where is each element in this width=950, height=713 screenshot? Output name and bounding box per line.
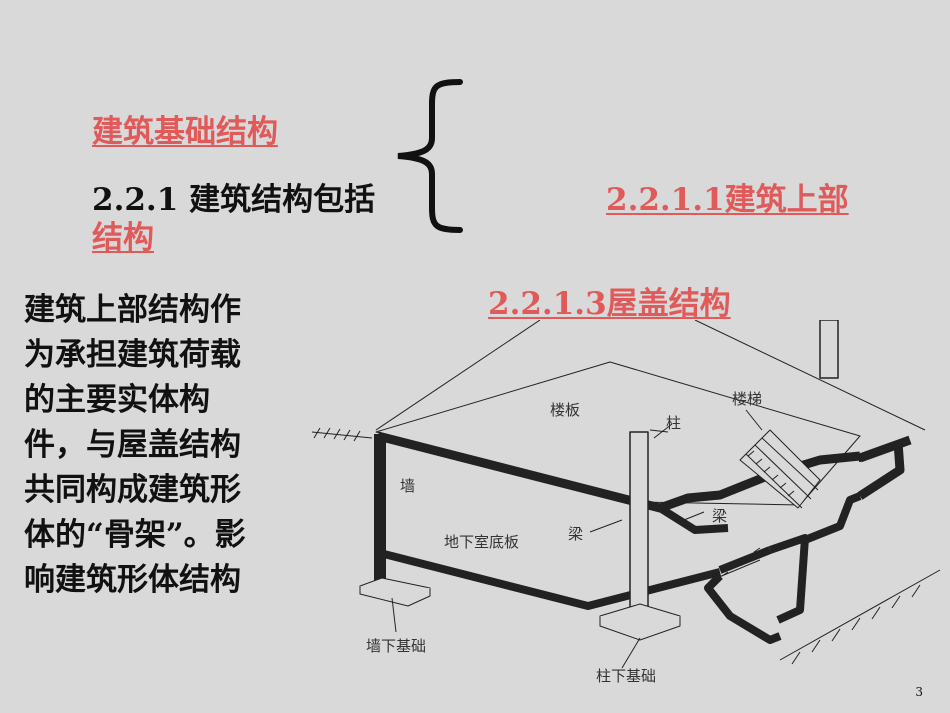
label-beam-left: 梁 <box>568 525 583 543</box>
label-beam-right: 梁 <box>712 507 727 525</box>
link-roof-structure[interactable]: 2.2.1.3屋盖结构 <box>488 286 731 322</box>
page-number: 3 <box>915 685 923 699</box>
label-floor-slab: 楼板 <box>550 401 580 419</box>
curly-brace <box>397 79 463 233</box>
label-column-foundation: 柱下基础 <box>596 667 656 685</box>
body-paragraph: 建筑上部结构作为承担建筑荷载的主要实体构件，与屋盖结构共同构成建筑形体的“骨架”… <box>24 292 246 598</box>
link-upper-structure-line2[interactable]: 结构 <box>92 220 154 256</box>
section-heading: 2.2.1 建筑结构包括 <box>92 182 376 218</box>
label-wall-foundation: 墙下基础 <box>366 637 426 655</box>
link-foundation-structure[interactable]: 建筑基础结构 <box>92 114 278 150</box>
label-column: 柱 <box>666 414 681 432</box>
label-basement-floor: 地下室底板 <box>444 533 519 551</box>
link-upper-structure[interactable]: 2.2.1.1建筑上部 <box>606 182 849 218</box>
label-wall: 墙 <box>400 477 415 495</box>
building-structure-diagram: 楼板 柱 楼梯 墙 梁 梁 地下室底板 墙下基础 柱下基础 <box>311 320 941 685</box>
label-stairs: 楼梯 <box>732 390 762 408</box>
